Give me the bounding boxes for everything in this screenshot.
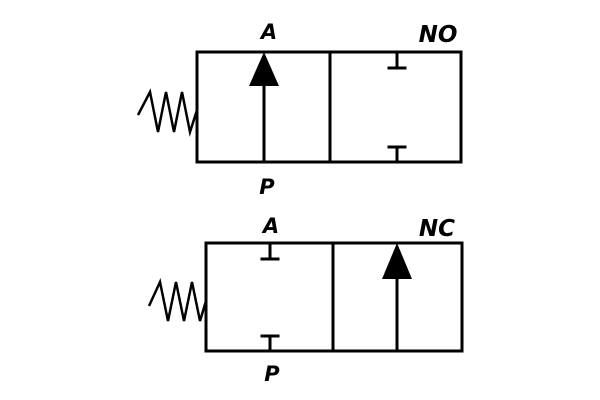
no-valve-spring-icon bbox=[136, 88, 199, 137]
nc-valve-port-p-label: P bbox=[264, 362, 280, 386]
no-valve-flow-arrowhead bbox=[249, 52, 279, 86]
normally-open-valve-symbol: A P NO bbox=[136, 20, 463, 199]
no-valve-port-p-label: P bbox=[259, 175, 275, 199]
nc-valve-spring-icon bbox=[147, 278, 208, 322]
nc-valve-port-a-label: A bbox=[261, 214, 279, 238]
no-valve-port-a-label: A bbox=[259, 20, 277, 44]
nc-valve-state-label: NC bbox=[419, 216, 455, 242]
normally-closed-valve-symbol: A P NC bbox=[147, 214, 464, 386]
no-valve-state-label: NO bbox=[419, 22, 458, 48]
nc-valve-flow-arrowhead bbox=[382, 243, 412, 279]
